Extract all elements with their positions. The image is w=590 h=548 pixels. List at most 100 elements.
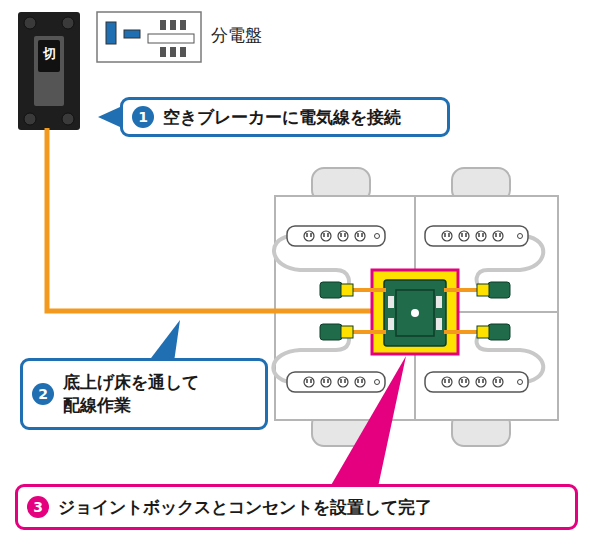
- panel-icon-part: [170, 20, 176, 30]
- branch-wires-part: [444, 330, 478, 334]
- power-strip-part: [518, 234, 523, 239]
- power-strip-part: [307, 233, 311, 237]
- power-strip-part: [496, 379, 500, 383]
- breaker-part: [62, 17, 74, 29]
- callout-pointer-part: [98, 107, 120, 127]
- power-strip-part: [476, 377, 486, 387]
- plug-connector-part: [341, 284, 353, 296]
- main-wire: [47, 128, 374, 311]
- main-wire-part: [47, 128, 374, 311]
- branch-wires-part: [352, 330, 386, 334]
- junction-box: [372, 270, 458, 354]
- breaker-part: [24, 113, 36, 125]
- panel-icon-part: [106, 22, 116, 44]
- power-strip-part: [496, 233, 500, 237]
- power-strip-part: [425, 226, 528, 246]
- callout-box: 空きブレーカーに電気線を接続 1: [120, 97, 450, 137]
- power-strip-part: [307, 379, 311, 383]
- callout-pointer-part: [330, 356, 406, 487]
- power-strip-part: [375, 380, 380, 385]
- branch-wires-part: [444, 288, 478, 292]
- power-strip-part: [338, 377, 348, 387]
- breaker-part: [34, 36, 64, 106]
- power-strip-part: [287, 372, 385, 392]
- callout-text: 底上げ床を通して 配線作業: [63, 371, 213, 417]
- power-strip-part: [341, 233, 345, 237]
- branch-wires: [352, 290, 478, 332]
- callout-number-circle: 3: [27, 496, 49, 518]
- power-strip-part: [375, 234, 380, 239]
- power-strip-part: [304, 231, 314, 241]
- panel-icon: [97, 12, 201, 62]
- power-strip-part: [324, 233, 328, 237]
- power-strip-part: [445, 379, 449, 383]
- power-strip-part: [321, 231, 331, 241]
- power-strip-part: [493, 377, 503, 387]
- junction-box-part: [396, 290, 434, 336]
- junction-box-part: [388, 318, 394, 330]
- callout-text: 空きブレーカーに電気線を接続: [163, 106, 401, 129]
- callout-number-circle: 1: [132, 106, 154, 128]
- callout-number: 1: [138, 110, 148, 124]
- power-strip-part: [341, 379, 345, 383]
- power-strip-part: [479, 233, 483, 237]
- power-strip-part: [355, 377, 365, 387]
- plug-connector-part: [320, 282, 342, 298]
- callout-number: 2: [38, 387, 48, 401]
- power-strip-part: [442, 377, 452, 387]
- panel-icon-part: [160, 20, 166, 30]
- breaker-part: [62, 113, 74, 125]
- junction-box-part: [436, 296, 442, 308]
- callout-text: ジョイントボックスとコンセントを設置して完了: [58, 496, 432, 519]
- junction-box-part: [372, 270, 458, 354]
- power-strip-part: [476, 231, 486, 241]
- plug-connector-part: [488, 282, 510, 298]
- breaker-part: [24, 17, 36, 29]
- power-strip-part: [304, 377, 314, 387]
- power-strip-part: [321, 377, 331, 387]
- callout-box: 底上げ床を通して 配線作業 2: [20, 358, 268, 430]
- switch-label: 切: [39, 46, 59, 62]
- power-strip-part: [442, 231, 452, 241]
- power-strip-part: [459, 377, 469, 387]
- power-strip-part: [479, 379, 483, 383]
- callout-pointer-part: [148, 320, 180, 362]
- junction-box-part: [388, 296, 394, 308]
- breaker-part: [38, 40, 60, 72]
- junction-box-part: [384, 280, 446, 346]
- callout-number: 3: [33, 500, 43, 514]
- branch-wires-part: [352, 288, 386, 292]
- power-strip-part: [355, 231, 365, 241]
- junction-box-part: [436, 318, 442, 330]
- desks-part: [415, 312, 558, 420]
- junction-box-part: [411, 309, 419, 317]
- power-strip-part: [462, 379, 466, 383]
- plug-connector: [320, 282, 510, 340]
- panel-icon-part: [97, 12, 201, 62]
- callout-number-circle: 2: [32, 383, 54, 405]
- power-strip-part: [493, 231, 503, 241]
- panel-icon-part: [124, 30, 140, 38]
- panel-label: 分電盤: [211, 25, 262, 45]
- desks: [275, 196, 558, 420]
- power-strip-part: [287, 226, 385, 246]
- power-strip-part: [518, 380, 523, 385]
- callout-box: ジョイントボックスとコンセントを設置して完了 3: [15, 484, 578, 530]
- plug-connector-part: [477, 326, 489, 338]
- panel-icon-part: [160, 47, 166, 57]
- plug-connector-part: [488, 324, 510, 340]
- power-strip-part: [459, 231, 469, 241]
- power-strip-part: [338, 231, 348, 241]
- plug-connector-part: [341, 326, 353, 338]
- panel-icon-part: [148, 34, 194, 43]
- panel-icon-part: [180, 20, 186, 30]
- power-strip-part: [462, 233, 466, 237]
- panel-icon-part: [180, 47, 186, 57]
- power-strip-part: [358, 379, 362, 383]
- plug-connector-part: [320, 324, 342, 340]
- plug-connector-part: [477, 284, 489, 296]
- power-strip-part: [445, 233, 449, 237]
- breaker-part: [18, 12, 80, 130]
